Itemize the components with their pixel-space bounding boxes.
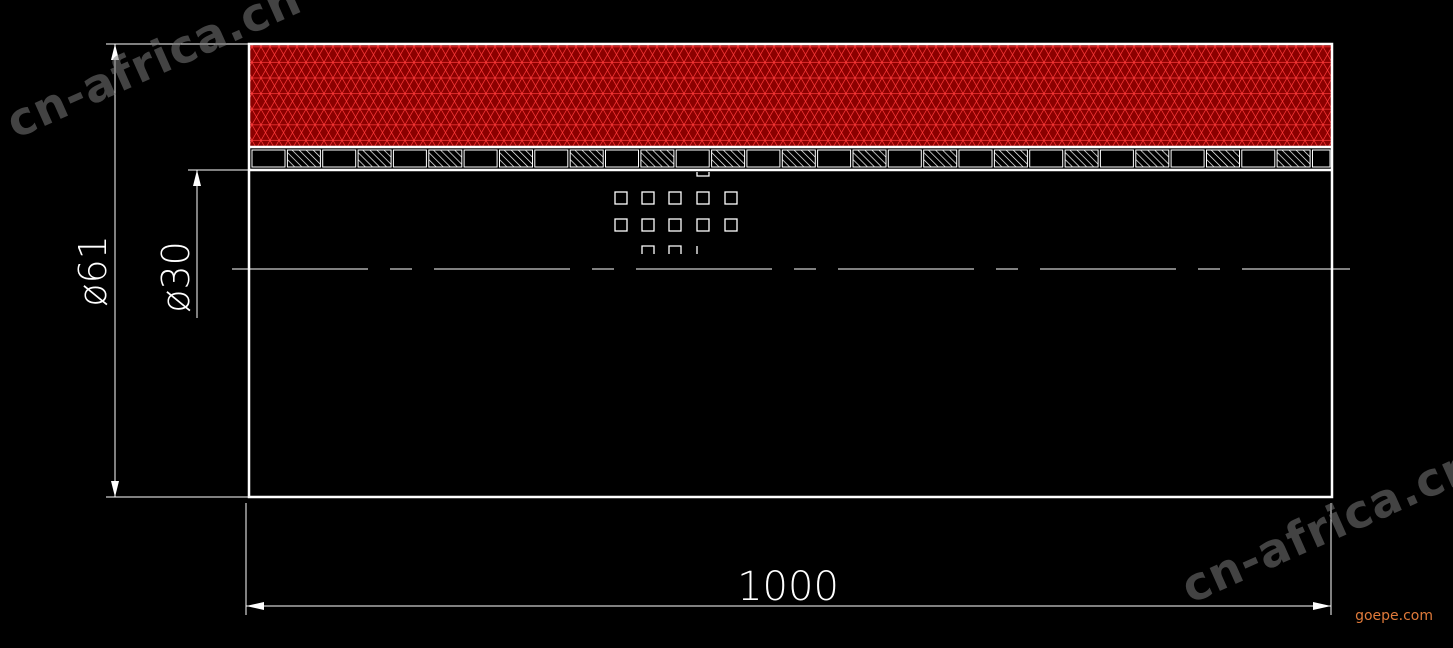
band-cell	[781, 149, 816, 168]
band-cell	[958, 149, 993, 168]
inner-diameter-label: ø30	[154, 241, 198, 313]
perforation-hole	[724, 218, 738, 232]
mesh-layer-region	[250, 44, 1332, 146]
band-cell	[817, 149, 852, 168]
perforation-hole-grid	[614, 172, 738, 254]
brand-watermark: goepe.com	[1355, 608, 1433, 624]
outer-dim-label-mask	[68, 226, 112, 316]
outer-diameter-label: ø61	[71, 235, 115, 307]
perforation-hole	[696, 218, 710, 232]
band-cell	[322, 149, 357, 168]
perforation-hole	[614, 191, 628, 205]
band-cell	[534, 149, 569, 168]
band-cell	[605, 149, 639, 168]
outer-dim-arrow-top	[111, 44, 119, 60]
band-cell	[569, 149, 604, 168]
perforation-hole	[641, 191, 655, 205]
band-cell	[392, 149, 427, 168]
band-cell	[357, 149, 392, 168]
band-cell	[1206, 149, 1240, 168]
band-cell	[993, 149, 1028, 168]
perforation-hole-partial	[696, 172, 710, 177]
band-cell	[923, 149, 958, 168]
perforation-hole	[724, 191, 738, 205]
band-cell	[499, 149, 533, 168]
band-cell	[675, 149, 710, 168]
perforation-hole-partial	[641, 245, 655, 254]
length-dim-arrow-left	[246, 602, 264, 610]
perforation-hole	[641, 218, 655, 232]
band-cell	[852, 149, 887, 168]
band-cell	[746, 149, 781, 168]
inner-dim-arrow-top	[193, 170, 201, 186]
band-cell	[1135, 149, 1170, 168]
band-cell	[463, 149, 498, 168]
band-cell	[428, 149, 463, 168]
perforation-hole	[696, 191, 710, 205]
perforation-hole	[614, 218, 628, 232]
band-cell	[286, 149, 321, 168]
band-cell	[1312, 149, 1331, 168]
band-cell	[640, 149, 675, 168]
band-cell	[1029, 149, 1064, 168]
band-cell	[887, 149, 922, 168]
band-cell	[1099, 149, 1134, 168]
tube-outline	[247, 42, 1334, 499]
band-cell	[711, 149, 746, 168]
perforated-band	[251, 149, 1331, 168]
length-dim-arrow-right	[1313, 602, 1331, 610]
band-cell	[251, 149, 286, 168]
outer-dim-arrow-bottom	[111, 481, 119, 497]
band-cell	[1276, 149, 1311, 168]
perforation-hole	[668, 218, 682, 232]
perforation-hole	[668, 191, 682, 205]
perforation-hole-partial	[668, 245, 682, 254]
band-cell	[1241, 149, 1276, 168]
band-cell	[1064, 149, 1099, 168]
band-cell	[1170, 149, 1205, 168]
length-label: 1000	[737, 564, 839, 610]
